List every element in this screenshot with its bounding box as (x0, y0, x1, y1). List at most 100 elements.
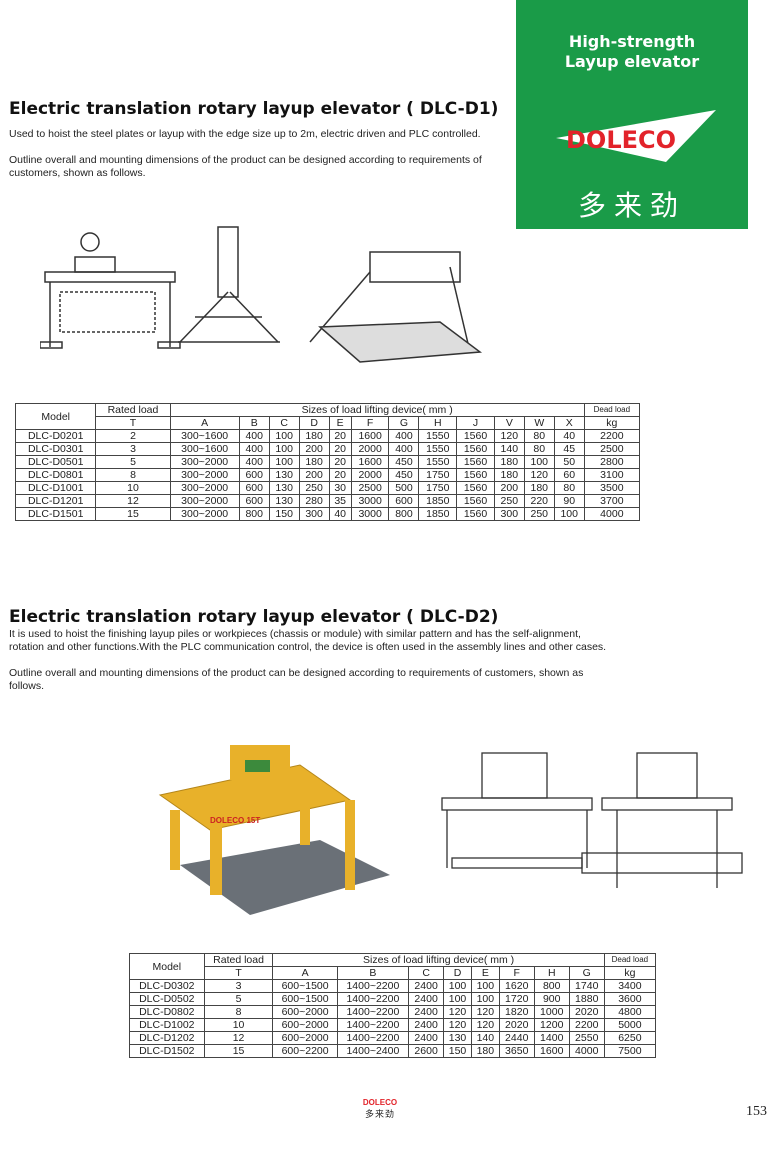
section1-desc1: Used to hoist the steel plates or layup … (9, 128, 481, 140)
dead-load-header: Dead load (583, 403, 641, 417)
table-cell: 1560 (456, 442, 495, 456)
table-cell: 1750 (418, 481, 458, 495)
unit-header: F (498, 966, 535, 980)
table-cell: 400 (238, 455, 270, 469)
table-cell: 1400~2400 (336, 1044, 410, 1058)
table-cell: 120 (493, 429, 525, 443)
table-cell: 300 (493, 507, 525, 521)
table-cell: 1600 (350, 455, 390, 469)
table-cell: 120 (443, 1018, 472, 1032)
table-cell: 600~2000 (272, 1031, 338, 1045)
table-cell: 1560 (456, 481, 495, 495)
table-cell: 600~2000 (272, 1018, 338, 1032)
table-cell: 200 (298, 442, 330, 456)
table-cell: 100 (523, 455, 555, 469)
table-cell: 1400~2200 (336, 1005, 410, 1019)
table-cell: DLC-D0301 (14, 442, 97, 456)
table-cell: 5000 (603, 1018, 657, 1032)
table-cell: 1400~2200 (336, 1018, 410, 1032)
table-cell: 3100 (583, 468, 641, 482)
table-cell: 600 (238, 494, 270, 508)
table-cell: 2600 (408, 1044, 445, 1058)
table-cell: 200 (493, 481, 525, 495)
table-cell: 1560 (456, 455, 495, 469)
dlc-d2-product-photo: DOLECO 15T (158, 745, 390, 915)
table-cell: 2000 (350, 468, 390, 482)
table-cell: DLC-D0501 (14, 455, 97, 469)
unit-header: H (418, 416, 458, 430)
unit-header: T (203, 966, 274, 980)
table-cell: 220 (523, 494, 555, 508)
table-cell: 300~2000 (169, 455, 240, 469)
table-cell: 45 (553, 442, 585, 456)
unit-header: G (388, 416, 420, 430)
side-view-drawing (581, 752, 743, 888)
table-cell: 150 (268, 507, 300, 521)
table-cell: 800 (388, 507, 420, 521)
table-cell: 5 (95, 455, 171, 469)
footer-logo: DOLECO 多来劲 (350, 1098, 410, 1120)
table-cell: 1820 (498, 1005, 535, 1019)
section1-title: Electric translation rotary layup elevat… (9, 99, 499, 119)
table-cell: 400 (388, 442, 420, 456)
table-cell: 1850 (418, 494, 458, 508)
doleco-logo: DOLECO (556, 110, 716, 162)
banner-title: High-strength Layup elevator (516, 32, 748, 72)
table-cell: 500 (388, 481, 420, 495)
table-cell: 2500 (583, 442, 641, 456)
table-cell: DLC-D1001 (14, 481, 97, 495)
table-cell: DLC-D0502 (129, 992, 205, 1006)
table-cell: 900 (533, 992, 570, 1006)
category-banner: High-strength Layup elevator DOLECO 多来劲 (516, 0, 748, 229)
side-view-drawing (178, 226, 280, 343)
table-cell: 100 (268, 442, 300, 456)
sizes-header: Sizes of load lifting device( mm ) (272, 953, 605, 967)
table-cell: DLC-D1501 (14, 507, 97, 521)
table-cell: 4800 (603, 1005, 657, 1019)
table-cell: 600~1500 (272, 992, 338, 1006)
table-cell: 1550 (418, 429, 458, 443)
table-cell: 180 (470, 1044, 500, 1058)
table-cell: 300~2000 (169, 507, 240, 521)
table-cell: 60 (553, 468, 585, 482)
table-cell: 3000 (350, 494, 390, 508)
table-cell: 180 (523, 481, 555, 495)
unit-header: C (408, 966, 445, 980)
table-cell: 400 (238, 429, 270, 443)
table-cell: 130 (268, 494, 300, 508)
table-cell: 2 (95, 429, 171, 443)
table-cell: 1620 (498, 979, 535, 993)
table-cell: 1560 (456, 494, 495, 508)
section2-desc1: It is used to hoist the finishing layup … (9, 628, 607, 653)
table-cell: 130 (268, 468, 300, 482)
unit-header: J (456, 416, 495, 430)
table-cell: DLC-D0201 (14, 429, 97, 443)
table-cell: 100 (268, 429, 300, 443)
table-cell: 250 (493, 494, 525, 508)
table-cell: 80 (523, 429, 555, 443)
table-cell: 1400~2200 (336, 1031, 410, 1045)
table-cell: 2200 (583, 429, 641, 443)
svg-text:DOLECO: DOLECO (566, 126, 676, 154)
table-cell: 1600 (533, 1044, 570, 1058)
table-cell: 2800 (583, 455, 641, 469)
table-cell: 2440 (498, 1031, 535, 1045)
sizes-header: Sizes of load lifting device( mm ) (169, 403, 585, 417)
table-cell: 2400 (408, 1018, 445, 1032)
table-cell: 10 (95, 481, 171, 495)
dlc-d1-drawings (40, 226, 483, 363)
table-cell: 130 (268, 481, 300, 495)
table-cell: 1600 (350, 429, 390, 443)
table-cell: 600 (238, 481, 270, 495)
table-cell: 100 (470, 992, 500, 1006)
table-cell: 80 (523, 442, 555, 456)
table-cell: 120 (470, 1005, 500, 1019)
unit-header: kg (603, 966, 657, 980)
